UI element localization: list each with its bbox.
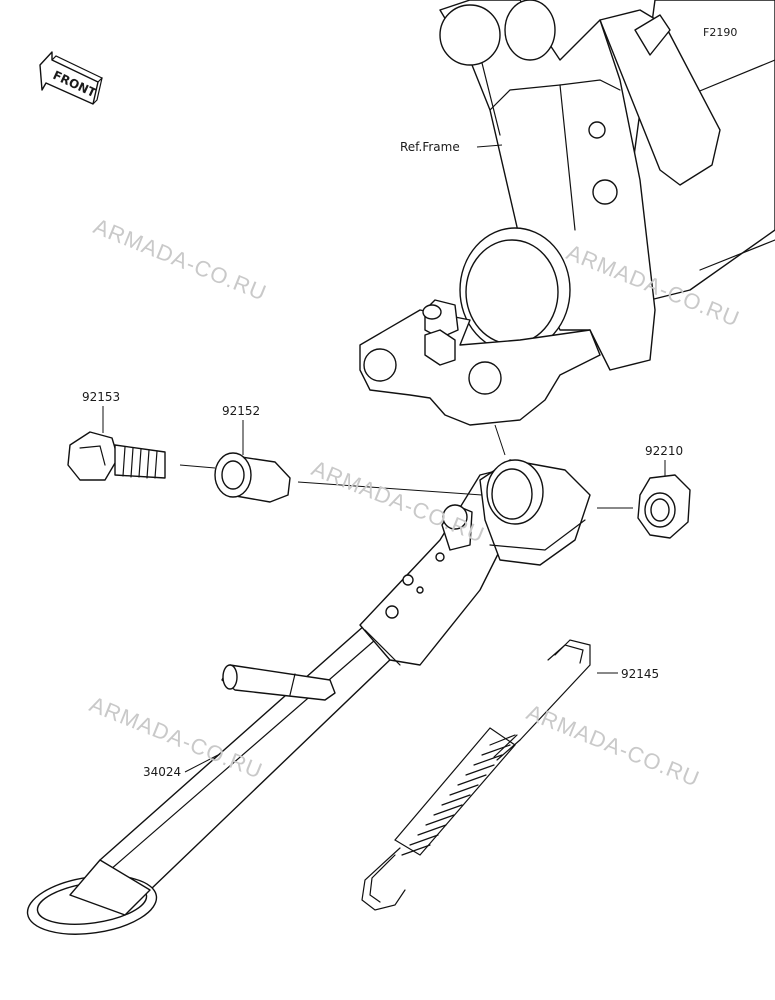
collar-drawing [214, 452, 291, 503]
figure-code: F2190 [703, 26, 737, 39]
bolt-drawing [67, 431, 166, 481]
watermark-3: ARMADA-CO.RU [308, 455, 488, 547]
part-number-92153: 92153 [82, 390, 120, 404]
frame-drawing [359, 0, 775, 426]
part-number-34024: 34024 [143, 765, 181, 779]
watermark-5: ARMADA-CO.RU [523, 699, 703, 791]
watermark-1: ARMADA-CO.RU [90, 213, 270, 305]
side-stand-drawing [26, 459, 591, 935]
front-direction-badge: FRONT [39, 51, 104, 105]
spring-drawing [361, 639, 591, 911]
leader-lines [102, 144, 666, 773]
nut-drawing [637, 474, 691, 539]
part-number-92152: 92152 [222, 404, 260, 418]
part-number-92145: 92145 [621, 667, 659, 681]
ref-frame-label: Ref.Frame [400, 140, 460, 154]
part-number-92210: 92210 [645, 444, 683, 458]
